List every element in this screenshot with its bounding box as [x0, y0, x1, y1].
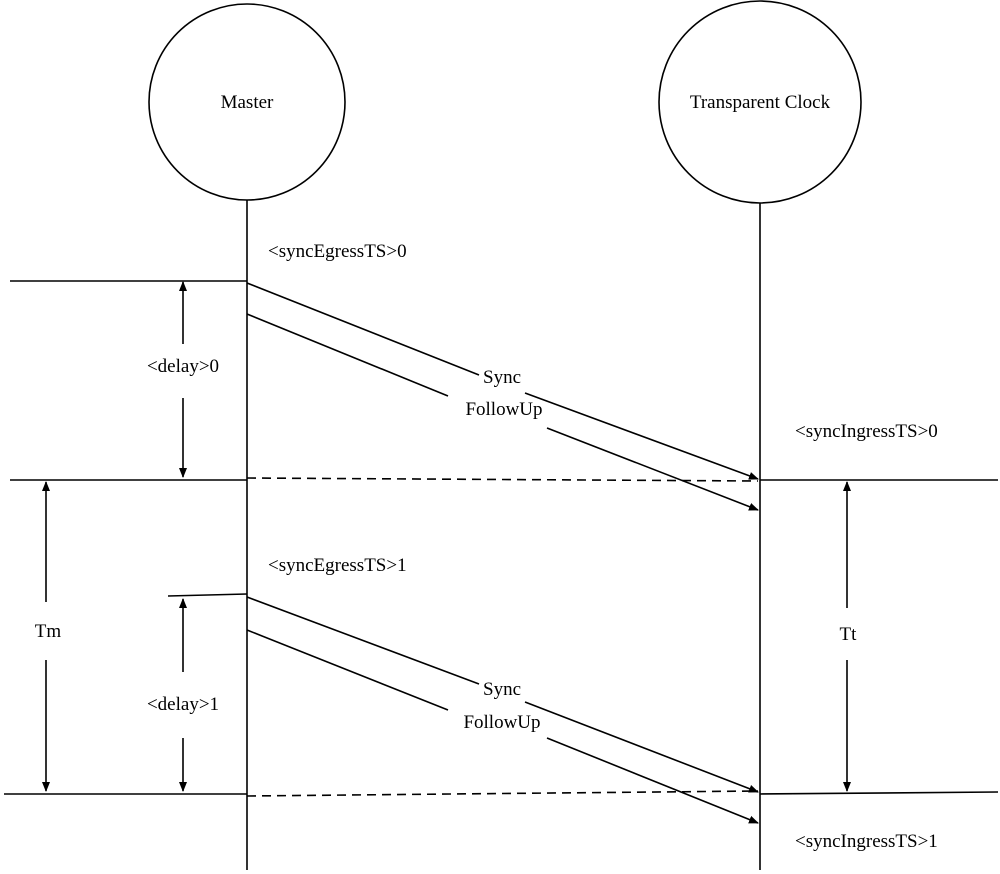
- transparent-clock-node-label: Transparent Clock: [690, 92, 831, 113]
- sync-1-label: Sync: [483, 679, 521, 700]
- sync-0-arrow: [524, 392, 759, 480]
- delay-0-label: <delay>0: [147, 356, 219, 377]
- followup-1-label: FollowUp: [463, 712, 540, 733]
- sync-ingress-ts-0-label: <syncIngressTS>0: [795, 421, 938, 442]
- followup-0-arrow: [546, 427, 759, 511]
- time-line-right-1: [759, 791, 999, 795]
- time-line-egress-1: [167, 593, 248, 597]
- sync-1-line-a: [246, 596, 480, 685]
- sync-egress-ts-1-label: <syncEgressTS>1: [268, 555, 407, 576]
- followup-1-arrow: [546, 737, 759, 824]
- sync-0-label: Sync: [483, 367, 521, 388]
- dashed-reference-0: [246, 477, 759, 482]
- tt-label: Tt: [840, 624, 858, 645]
- followup-0-line-a: [246, 313, 449, 397]
- sync-ingress-ts-1-label: <syncIngressTS>1: [795, 831, 938, 852]
- followup-0-label: FollowUp: [465, 399, 542, 420]
- delay-1-label: <delay>1: [147, 694, 219, 715]
- master-node-label: Master: [221, 92, 274, 113]
- sync-egress-ts-0-label: <syncEgressTS>0: [268, 241, 407, 262]
- dashed-reference-1: [246, 790, 759, 797]
- sync-1-arrow: [524, 701, 759, 793]
- followup-1-line-a: [246, 629, 449, 711]
- tm-label: Tm: [35, 621, 62, 642]
- sync-0-line-a: [246, 282, 480, 376]
